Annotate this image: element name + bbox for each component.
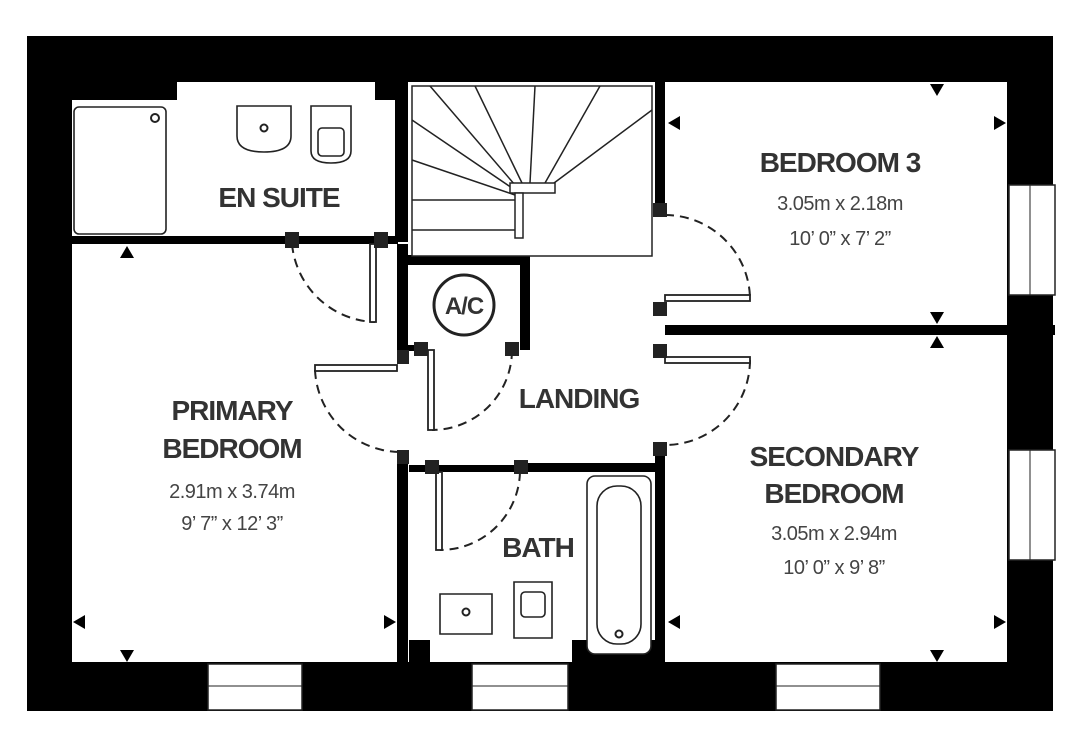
en-suite-label: EN SUITE: [218, 182, 339, 213]
window: [1008, 449, 1056, 561]
secondary-bedroom-label-line2: BEDROOM: [764, 478, 903, 509]
landing-label: LANDING: [519, 383, 640, 414]
secondary-bedroom-label-line1: SECONDARY: [750, 441, 920, 472]
bath-basin: [439, 593, 493, 635]
interior-walls: [30, 82, 1055, 662]
window: [471, 663, 569, 711]
staircase: [411, 85, 653, 257]
bath-window-recess: [430, 638, 572, 662]
ac-cupboard-marker: [432, 273, 496, 337]
bedroom-3-label: BEDROOM 3: [760, 147, 921, 178]
ac-label: A/C: [445, 293, 484, 320]
primary-bedroom-metric: 2.91m x 3.74m: [169, 481, 295, 503]
primary-bedroom-label-line2: BEDROOM: [162, 433, 301, 464]
primary-bedroom-imperial: 9’ 7” x 12’ 3”: [181, 513, 283, 535]
en-suite-window-recess: [177, 82, 375, 102]
bedroom-3-metric: 3.05m x 2.18m: [777, 193, 903, 215]
fixtures: [73, 105, 652, 655]
bath-label: BATH: [502, 532, 574, 563]
primary-bedroom-label-line1: PRIMARY: [171, 395, 293, 426]
bedroom-3-floor: [665, 82, 1007, 325]
en-suite-basin: [236, 105, 292, 153]
window: [207, 663, 303, 711]
secondary-bedroom-metric: 3.05m x 2.94m: [771, 523, 897, 545]
doors: [285, 203, 751, 551]
secondary-bedroom-imperial: 10’ 0” x 9’ 8”: [783, 557, 885, 579]
window: [1008, 184, 1056, 296]
window: [775, 663, 881, 711]
shower-tray: [73, 106, 167, 235]
windows: [207, 184, 1056, 711]
secondary-bedroom-floor: [665, 335, 1007, 662]
bedroom-3-imperial: 10’ 0” x 7’ 2”: [789, 228, 891, 250]
dimension-arrows: [73, 84, 1006, 662]
